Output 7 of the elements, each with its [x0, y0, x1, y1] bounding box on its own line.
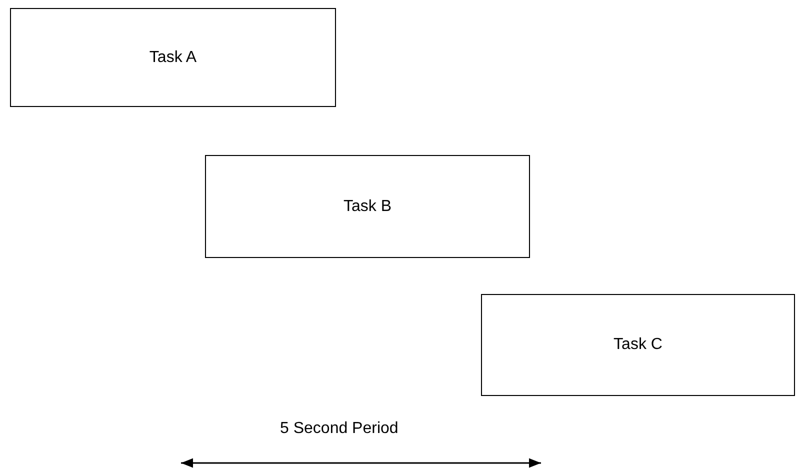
task-label: Task C	[614, 336, 662, 354]
task-label: Task A	[149, 48, 197, 66]
period-label: 5 Second Period	[280, 420, 398, 438]
task-label: Task B	[343, 198, 392, 216]
task-box	[205, 155, 530, 258]
task-box	[481, 294, 795, 396]
task-box	[10, 8, 336, 107]
